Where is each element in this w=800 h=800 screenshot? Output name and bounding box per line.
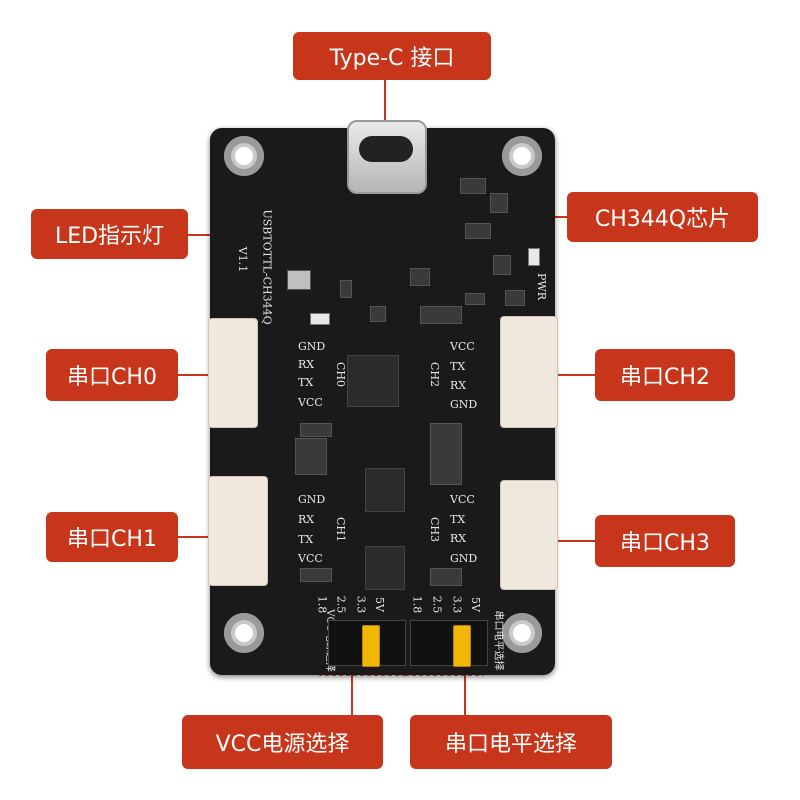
smd-component — [430, 423, 462, 485]
ch2-tx-label: TX — [450, 360, 466, 373]
ch3-vcc-label: VCC — [450, 493, 475, 506]
pwr-silk: PWR — [535, 273, 548, 300]
pcb-board: USBTOTTL-CH344Q V1.1 PWR GND RX TX VCC C… — [208, 120, 558, 675]
level-select-jumper[interactable] — [453, 625, 471, 667]
vcc-sel-5v-label: 5V — [372, 597, 386, 612]
callout-led: LED指示灯 — [31, 209, 188, 259]
callout-chip: CH344Q芯片 — [567, 192, 758, 242]
smd-component — [490, 193, 508, 213]
level-shifter-chip-1 — [365, 468, 405, 512]
ch2-rx-label: RX — [450, 379, 467, 392]
callout-vcc-select: VCC电源选择 — [182, 715, 383, 769]
mounting-hole-top-left — [224, 136, 264, 176]
ch0-rx-label: RX — [298, 358, 315, 371]
board-version-silk: V1.1 — [236, 246, 250, 273]
smd-component — [300, 568, 332, 582]
ch3-gnd-label: GND — [450, 552, 478, 565]
level-sel-2v5-label: 2.5 — [430, 595, 444, 614]
callout-ch1: 串口CH1 — [46, 512, 178, 562]
ch1-tx-label: TX — [298, 533, 314, 546]
vcc-sel-3v3-label: 3.3 — [354, 595, 368, 614]
ch0-tx-label: TX — [298, 376, 314, 389]
smd-component — [410, 268, 430, 286]
ch1-rx-label: RX — [298, 513, 315, 526]
ch2-silk: CH2 — [428, 361, 442, 388]
level-sel-3v3-label: 3.3 — [450, 595, 464, 614]
smd-component — [370, 306, 386, 322]
smd-component — [420, 306, 462, 324]
smd-component — [340, 280, 352, 298]
mounting-hole-top-right — [502, 136, 542, 176]
callout-ch2: 串口CH2 — [595, 349, 735, 401]
smd-component — [430, 568, 462, 586]
smd-component — [493, 255, 511, 275]
callout-ch0: 串口CH0 — [46, 349, 178, 401]
ch1-gnd-label: GND — [298, 493, 326, 506]
ch3-rx-label: RX — [450, 532, 467, 545]
mounting-hole-bottom-left — [224, 613, 264, 653]
uart-level-select-silk: 串口电平选择 — [492, 610, 504, 671]
ch3-connector — [500, 480, 558, 590]
pwr-led — [528, 248, 540, 266]
level-shifter-chip-2 — [365, 546, 405, 590]
smd-component — [505, 290, 525, 306]
callout-ch3: 串口CH3 — [595, 515, 735, 567]
ch2-connector — [500, 316, 558, 428]
mounting-hole-bottom-right — [502, 613, 542, 653]
ch1-connector — [208, 476, 268, 586]
smd-component — [465, 293, 485, 305]
level-sel-1v8-label: 1.8 — [410, 595, 424, 614]
smd-component — [300, 423, 332, 437]
crystal-oscillator — [287, 270, 311, 290]
ch2-gnd-label: GND — [450, 398, 478, 411]
smd-component — [465, 223, 491, 239]
level-select-header — [410, 620, 488, 666]
level-sel-5v-label: 5V — [468, 597, 482, 612]
ch2-vcc-label: VCC — [450, 340, 475, 353]
ch344q-chip — [347, 355, 399, 407]
ch1-vcc-label: VCC — [298, 552, 323, 565]
ch0-silk: CH0 — [334, 361, 348, 388]
usb-type-c-port — [347, 120, 427, 194]
callout-typec: Type-C 接口 — [293, 32, 491, 80]
smd-component — [295, 438, 327, 475]
led-indicator — [310, 313, 330, 325]
ch0-vcc-label: VCC — [298, 396, 323, 409]
callout-level-select: 串口电平选择 — [410, 715, 612, 769]
ch3-silk: CH3 — [428, 516, 442, 543]
smd-component — [460, 178, 486, 194]
vcc-select-jumper[interactable] — [362, 625, 380, 667]
ch1-silk: CH1 — [334, 516, 348, 543]
ch3-tx-label: TX — [450, 513, 466, 526]
ch0-gnd-label: GND — [298, 340, 326, 353]
ch0-connector — [208, 318, 258, 428]
board-name-silk: USBTOTTL-CH344Q — [260, 209, 274, 325]
